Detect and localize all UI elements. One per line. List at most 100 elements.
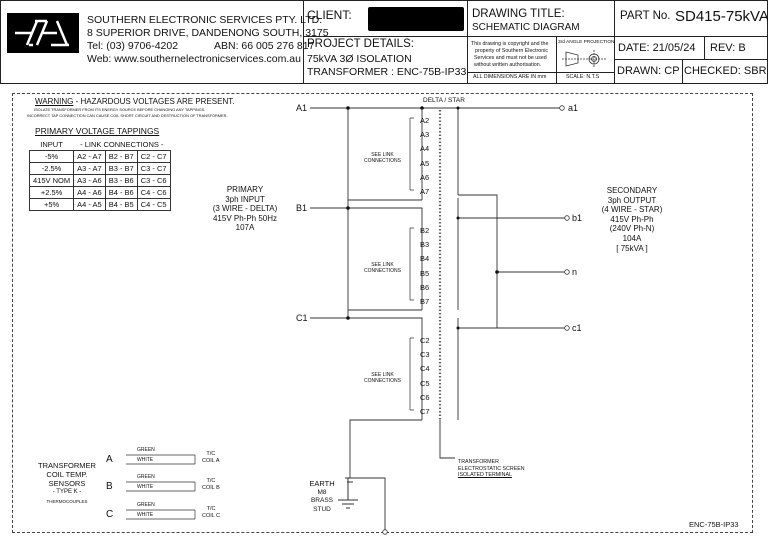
- tc-coil: COIL C: [202, 513, 221, 519]
- company-abn: ABN: 66 005 276 817: [214, 40, 315, 52]
- tappings-header-row: INPUT - LINK CONNECTIONS -: [30, 139, 171, 151]
- screen-label: TRANSFORMER ELECTROSTATIC SCREEN ISOLATE…: [458, 459, 525, 479]
- sensors-type: - TYPE K -: [52, 489, 82, 495]
- tappings-header-links: - LINK CONNECTIONS -: [80, 140, 164, 149]
- wire-white-b: WHITE: [137, 484, 154, 490]
- client-label: CLIENT:: [307, 8, 352, 22]
- table-cell: -5%: [28, 150, 75, 163]
- drawing-reference: ENC-75B-IP33: [689, 520, 739, 529]
- coil-letter-a: A: [106, 454, 113, 465]
- coil-letter-c: C: [106, 509, 114, 520]
- table-cell: +2.5%: [28, 186, 75, 199]
- secondary-description: SECONDARY 3ph OUTPUT (4 WIRE - STAR) 415…: [582, 186, 682, 253]
- screen-line: ELECTROSTATIC SCREEN: [458, 465, 525, 472]
- drawing-title-label: DRAWING TITLE:: [472, 8, 565, 20]
- table-cell: C3 - C7: [136, 162, 171, 175]
- table-cell: C4 - C5: [136, 198, 171, 211]
- client-redacted: [368, 7, 464, 31]
- primary-description: PRIMARY 3ph INPUT (3 WIRE - DELTA) 415V …: [190, 185, 300, 233]
- input-c1: C1: [296, 313, 308, 323]
- delta-star-label: DELTA / STAR: [423, 97, 465, 104]
- rev: REV: B: [710, 42, 746, 54]
- tap-label: B3: [420, 240, 430, 250]
- scale-divider: [557, 72, 614, 73]
- wire-white-c: WHITE: [137, 512, 154, 518]
- sensors-line: SENSORS: [48, 479, 86, 488]
- sensors-line: TRANSFORMER: [38, 461, 96, 470]
- tap-labels-a: A2 A3 A4 A5 A6 A7: [420, 114, 429, 199]
- screen-line: TRANSFORMER: [458, 459, 499, 465]
- wire-green-c: GREEN: [137, 502, 155, 508]
- secondary-line: [ 75kVA ]: [616, 243, 648, 253]
- projection-label: 3rd ANGLE PROJECTION: [558, 40, 615, 45]
- table-cell: A4 - A6: [73, 186, 106, 199]
- table-cell: A4 - A5: [73, 198, 106, 211]
- tap-label: B6: [420, 282, 430, 292]
- sensors-title: TRANSFORMER COIL TEMP. SENSORS - TYPE K …: [33, 461, 101, 506]
- table-cell: A2 - A7: [73, 150, 106, 163]
- table-cell: B2 - B7: [104, 150, 138, 163]
- part-no-label: PART No.: [620, 10, 671, 22]
- scale-label: SCALE: N.T.S: [566, 74, 600, 80]
- primary-line: 415V Ph-Ph 50Hz: [212, 213, 278, 223]
- earth-line: BRASS: [310, 497, 334, 504]
- tap-label: C4: [420, 364, 430, 374]
- table-cell: C2 - C7: [136, 150, 171, 163]
- warning-heading: WARNING - HAZARDOUS VOLTAGES ARE PRESENT…: [35, 98, 234, 106]
- output-b1: b1: [572, 213, 583, 223]
- see-link-line: SEE LINK: [371, 262, 394, 268]
- tap-label: B5: [420, 268, 430, 278]
- tap-label: C7: [420, 407, 430, 417]
- tap-label: C2: [420, 336, 430, 345]
- output-a1: a1: [568, 103, 579, 113]
- wire-green-b: GREEN: [137, 474, 155, 480]
- tap-label: A5: [420, 158, 430, 168]
- sensors-sub: THERMOCOUPLES: [46, 499, 88, 504]
- output-n: n: [572, 267, 578, 277]
- input-b1: B1: [296, 203, 308, 213]
- secondary-line: SECONDARY: [606, 186, 658, 195]
- tap-label: B7: [420, 297, 430, 307]
- warning-line-2: INCORRECT TAP CONNECTION CAN CAUSE COIL …: [27, 113, 228, 118]
- tc-coil: COIL B: [202, 485, 220, 491]
- warning-line-1: ISOLATE TRANSFORMER FROM ITS ENERGY SOUR…: [34, 107, 206, 112]
- earth-line: EARTH: [309, 479, 335, 488]
- dimensions-divider: [468, 72, 556, 73]
- project-line-1: 75kVA 3Ø ISOLATION: [307, 53, 412, 65]
- table-cell: B4 - B6: [104, 186, 138, 199]
- tc-text: T/C: [206, 506, 216, 512]
- screen-line: ISOLATED TERMINAL: [458, 472, 512, 478]
- see-link-line: CONNECTIONS: [364, 268, 401, 274]
- company-web: Web: www.southernelectronicservices.com.…: [87, 53, 301, 65]
- tap-label: C5: [420, 378, 430, 388]
- output-c1: c1: [572, 323, 582, 333]
- input-a1: A1: [296, 103, 308, 113]
- earth-line: STUD: [313, 505, 331, 513]
- table-cell: B4 - B5: [104, 198, 138, 211]
- project-label: PROJECT DETAILS:: [307, 38, 414, 50]
- dimensions-note: ALL DIMENSIONS ARE IN mm: [473, 74, 547, 80]
- tap-label: A6: [420, 172, 430, 182]
- checked: CHECKED: SBR: [684, 65, 767, 77]
- primary-line: 107A: [235, 223, 255, 232]
- copyright-line-4: without written authorisation.: [474, 62, 542, 68]
- tappings-header-input: INPUT: [40, 140, 63, 149]
- primary-line: PRIMARY: [226, 185, 264, 194]
- coil-letter-b: B: [106, 481, 113, 492]
- earth-label: EARTH M8 BRASS STUD: [304, 479, 340, 514]
- drawn: DRAWN: CP: [617, 65, 680, 77]
- copyright-line-3: Services and must not be used: [474, 55, 547, 61]
- tc-text: T/C: [206, 451, 216, 457]
